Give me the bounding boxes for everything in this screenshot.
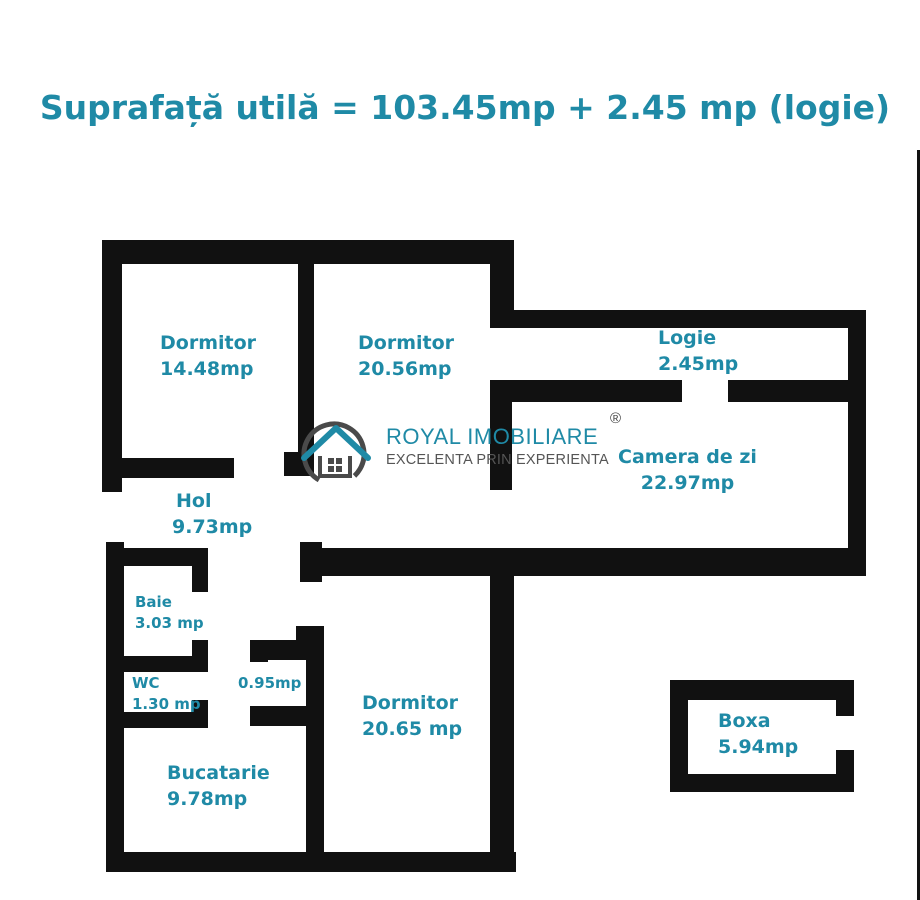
room-name: Dormitor bbox=[362, 692, 459, 714]
room-area: 0.95mp bbox=[238, 674, 302, 692]
brand-part-2: IMOBILIARE bbox=[460, 424, 599, 449]
watermark-logo: ROYAL IMOBILIARE EXCELENTA PRIN EXPERIEN… bbox=[298, 410, 638, 490]
room-area: 9.73mp bbox=[172, 516, 253, 538]
room-name: Logie bbox=[658, 327, 717, 349]
room-name: Boxa bbox=[718, 710, 771, 732]
room-label-wc: WC 1.30 mp bbox=[132, 673, 201, 715]
registered-mark: ® bbox=[610, 410, 622, 427]
room-area: 14.48mp bbox=[160, 358, 254, 380]
room-area: 20.65 mp bbox=[362, 718, 463, 740]
room-name: Dormitor bbox=[358, 332, 455, 354]
edge-line bbox=[917, 150, 920, 900]
room-area: 5.94mp bbox=[718, 736, 799, 758]
room-label-camera-de-zi: Camera de zi 22.97mp bbox=[618, 444, 757, 496]
room-label-bucatarie: Bucatarie 9.78mp bbox=[167, 760, 270, 812]
room-label-baie: Baie 3.03 mp bbox=[135, 592, 204, 634]
brand-tagline: EXCELENTA PRIN EXPERIENTA bbox=[386, 452, 609, 468]
room-label-dormitor-3: Dormitor 20.65 mp bbox=[362, 690, 462, 742]
brand-part-1: ROYAL bbox=[386, 424, 461, 449]
room-area: 2.45mp bbox=[658, 353, 739, 375]
page-title: Suprafață utilă = 103.45mp + 2.45 mp (lo… bbox=[39, 88, 891, 127]
room-label-hol: Hol 9.73mp bbox=[172, 488, 252, 540]
walls bbox=[102, 240, 866, 872]
room-name: Baie bbox=[135, 593, 172, 611]
room-name: Dormitor bbox=[160, 332, 257, 354]
room-label-closet: 0.95mp bbox=[238, 673, 301, 694]
room-name: Camera de zi bbox=[618, 446, 757, 468]
brand-name: ROYAL IMOBILIARE bbox=[386, 424, 598, 450]
house-logo-icon bbox=[301, 421, 371, 487]
room-label-dormitor-2: Dormitor 20.56mp bbox=[358, 330, 454, 382]
room-area: 3.03 mp bbox=[135, 614, 204, 632]
room-area: 22.97mp bbox=[640, 472, 735, 494]
room-name: Bucatarie bbox=[167, 762, 270, 784]
storage-walls bbox=[670, 680, 854, 792]
room-area: 1.30 mp bbox=[132, 695, 201, 713]
room-label-boxa: Boxa 5.94mp bbox=[718, 708, 798, 760]
room-area: 20.56mp bbox=[358, 358, 452, 380]
room-label-dormitor-1: Dormitor 14.48mp bbox=[160, 330, 256, 382]
room-area: 9.78mp bbox=[167, 788, 248, 810]
room-label-logie: Logie 2.45mp bbox=[658, 325, 738, 377]
room-name: WC bbox=[132, 674, 160, 692]
room-name: Hol bbox=[176, 490, 212, 512]
